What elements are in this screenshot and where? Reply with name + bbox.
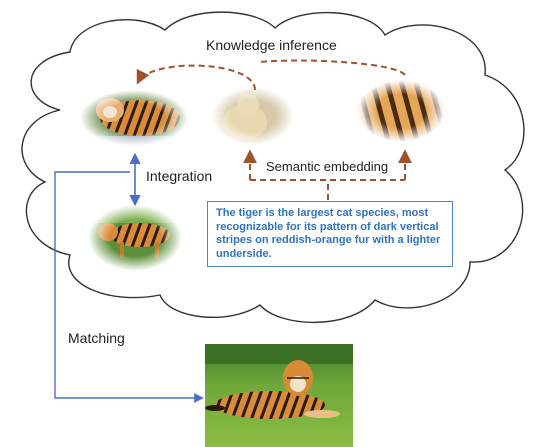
semantic-embedding-connector <box>250 179 405 200</box>
cat-photo <box>212 87 294 145</box>
tiger-photo-knowledge <box>80 90 188 146</box>
tiger-photo-query <box>205 344 353 447</box>
knowledge-inference-label: Knowledge inference <box>206 37 337 53</box>
knowledge-inference-arrow <box>259 59 406 76</box>
tiger-photo-integrated <box>88 205 182 271</box>
matching-label: Matching <box>68 330 125 346</box>
semantic-embedding-label: Semantic embedding <box>266 159 389 174</box>
knowledge-inference-arrow-main <box>136 64 256 91</box>
description-text: The tiger is the largest cat species, mo… <box>216 207 441 260</box>
description-box: The tiger is the largest cat species, mo… <box>207 201 453 267</box>
stripe-texture <box>357 80 445 142</box>
matching-arrow <box>54 171 204 403</box>
integration-label: Integration <box>146 168 213 184</box>
